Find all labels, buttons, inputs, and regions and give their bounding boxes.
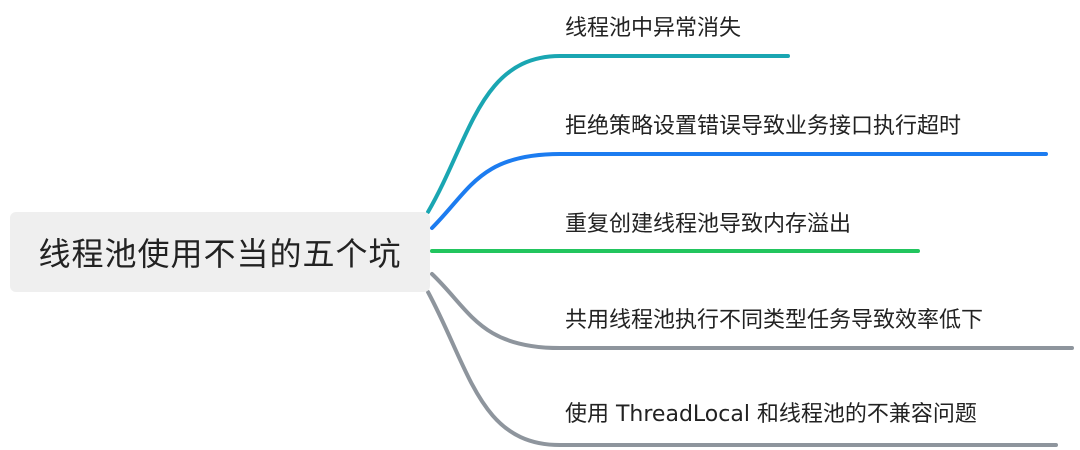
connector-line-1 [426, 54, 790, 214]
connector-line-2 [430, 152, 1048, 230]
branch-label-1[interactable]: 线程池中异常消失 [565, 16, 742, 41]
branch-label-5[interactable]: 使用 ThreadLocal 和线程池的不兼容问题 [565, 402, 977, 427]
branch-label-2[interactable]: 拒绝策略设置错误导致业务接口执行超时 [565, 114, 962, 139]
branch-label-3[interactable]: 重复创建线程池导致内存溢出 [565, 212, 852, 237]
branch-label-4[interactable]: 共用线程池执行不同类型任务导致效率低下 [565, 308, 984, 333]
root-label: 线程池使用不当的五个坑 [38, 235, 402, 273]
root-node[interactable]: 线程池使用不当的五个坑 [10, 212, 430, 292]
connector-line-5 [426, 290, 1058, 447]
connector-line-4 [430, 272, 1074, 350]
